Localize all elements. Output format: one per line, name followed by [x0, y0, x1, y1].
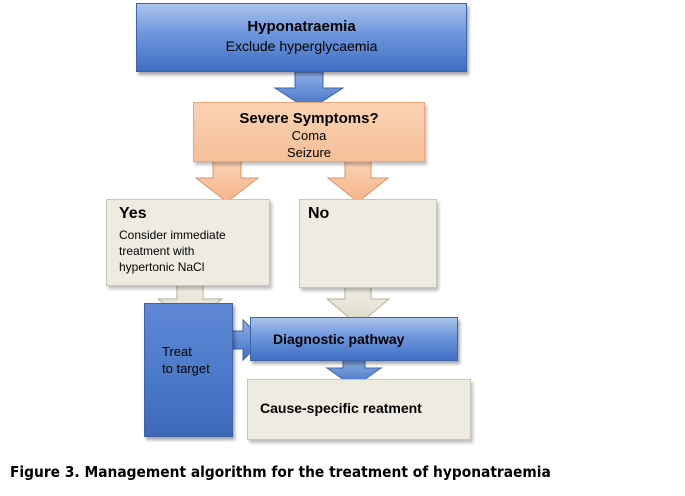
yes-line-2: treatment with — [119, 244, 195, 258]
yes-line-1: Consider immediate — [119, 228, 226, 242]
treat-box: Treat to target — [144, 303, 233, 437]
severity-item-seizure: Seizure — [286, 145, 332, 160]
arrow-severity-to-yes — [194, 159, 260, 203]
start-title: Hyponatraemia — [247, 18, 356, 35]
arrow-severity-to-no — [326, 159, 390, 203]
treat-line-2: to target — [162, 361, 210, 376]
yes-line-3: hypertonic NaCl — [119, 260, 205, 274]
diagnostic-label: Diagnostic pathway — [273, 331, 405, 347]
severity-box: Severe Symptoms? Coma Seizure — [193, 102, 425, 162]
no-box: No — [299, 199, 437, 288]
diagnostic-box: Diagnostic pathway — [250, 317, 458, 361]
cause-box: Cause-specific reatment — [247, 379, 471, 440]
treat-line-1: Treat — [162, 344, 192, 359]
figure-caption: Figure 3. Management algorithm for the t… — [10, 463, 551, 481]
yes-box: Yes Consider immediate treatment with hy… — [106, 199, 270, 286]
arrow-start-to-severity — [273, 71, 345, 111]
severity-question: Severe Symptoms? — [239, 110, 379, 127]
no-label: No — [308, 205, 330, 222]
yes-label: Yes — [119, 205, 147, 222]
start-subtitle: Exclude hyperglycaemia — [225, 38, 378, 54]
cause-label: Cause-specific reatment — [260, 400, 422, 416]
severity-item-coma: Coma — [291, 128, 327, 143]
start-box: Hyponatraemia Exclude hyperglycaemia — [136, 3, 467, 72]
